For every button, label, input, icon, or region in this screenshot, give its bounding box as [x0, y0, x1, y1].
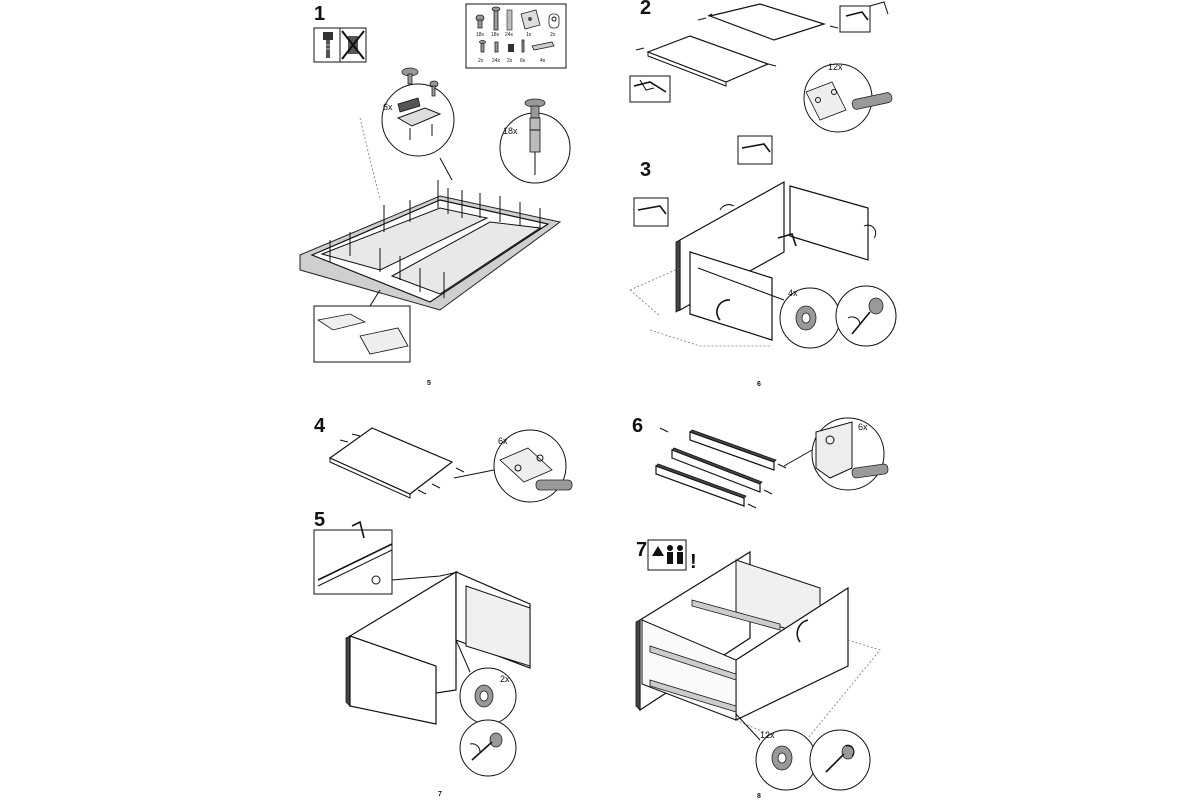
- part-qty-7: 2x: [507, 58, 513, 64]
- step-number-5: 5: [314, 509, 325, 531]
- step-number-7: 7: [636, 539, 647, 561]
- step-number-2: 2: [640, 0, 651, 19]
- warning-icon: [652, 546, 664, 556]
- step-1: 1: [299, 3, 571, 387]
- part-screw: [491, 6, 501, 31]
- part-qty-1: 18x: [491, 32, 500, 38]
- rotate-arrow-icon: [716, 299, 731, 321]
- page-number-8: 8: [757, 793, 761, 800]
- step-number-6: 6: [632, 415, 643, 437]
- part-bag: [520, 9, 541, 30]
- detail-circle-brackets: 6x: [381, 67, 455, 157]
- detail-circle-turn: [809, 729, 871, 791]
- two-person-icon: [647, 539, 687, 571]
- warning-exclamation: !: [690, 551, 697, 573]
- hand-press-icon: [777, 233, 797, 247]
- callout-6x: 6x: [858, 422, 868, 432]
- part-hanger: [548, 13, 560, 29]
- part-qty-9: 4x: [540, 58, 546, 64]
- detail-circle-cam: 12x: [755, 729, 817, 791]
- rail-bottom: [655, 463, 747, 507]
- screwdriver-icon: [323, 32, 333, 58]
- detail-circle-dowels: 6x: [493, 429, 573, 503]
- hand-press-icon: [351, 520, 365, 539]
- detail-circle-dowels: 12x: [803, 62, 893, 133]
- part-small-dowel: [494, 41, 499, 53]
- corner-detail: [633, 197, 669, 227]
- part-qty-6: 24x: [492, 58, 501, 64]
- detail-circle-dowel: 18x: [499, 98, 571, 184]
- hand-press-icon: [629, 75, 671, 103]
- edge-detail: [313, 520, 393, 595]
- step-number-4: 4: [314, 415, 326, 437]
- corner-detail: [313, 289, 411, 363]
- step-5: 5 2x 7: [313, 509, 531, 798]
- parts-box: 18x 18x 24x 1x 2x 2x 24x 2x 6x 4x: [465, 3, 567, 69]
- callout-4x: 4x: [788, 288, 798, 298]
- detail-circle-turn: [459, 719, 517, 777]
- part-small-screw: [479, 40, 486, 53]
- page-number-6: 6: [757, 381, 761, 388]
- part-qty-2: 24x: [505, 32, 514, 38]
- part-qty-0: 18x: [476, 32, 485, 38]
- no-drill-icon: [341, 30, 365, 60]
- step-3: 3 4x 6: [629, 135, 897, 388]
- base-frame-on-carpet: [299, 117, 562, 311]
- step-number-3: 3: [640, 159, 651, 181]
- part-qty-4: 2x: [550, 32, 556, 38]
- rail-bottom: [649, 679, 737, 713]
- part-dowel: [506, 9, 513, 31]
- part-bracket: [508, 44, 514, 52]
- callout-18x: 18x: [503, 126, 518, 136]
- rotate-arrow-icon: [796, 619, 809, 643]
- screwdriver-icon: [401, 67, 419, 85]
- step-6: 6 6x: [632, 415, 889, 509]
- part-rail: [531, 41, 555, 51]
- callout-12x: 12x: [760, 730, 775, 740]
- step-2: 2 12x: [629, 0, 893, 133]
- rail-middle: [649, 645, 737, 681]
- step-4: 4 6x: [314, 415, 573, 503]
- tools-required: [313, 27, 367, 63]
- detail-circle-turn: [835, 285, 897, 347]
- page-number-5: 5: [427, 380, 431, 387]
- rail-top: [691, 599, 781, 631]
- page-number-7: 7: [438, 791, 442, 798]
- part-pin: [521, 39, 525, 53]
- step-number-1: 1: [314, 3, 325, 25]
- corner-detail: [737, 135, 773, 165]
- rail-middle: [671, 447, 763, 493]
- detail-circle-cam: 4x: [779, 287, 841, 349]
- step-7: 7 ! 12x 8: [635, 539, 881, 800]
- callout-6x: 6x: [498, 436, 508, 446]
- callout-12x: 12x: [828, 62, 843, 72]
- part-cam-lock: [475, 14, 485, 29]
- part-qty-8: 6x: [520, 58, 526, 64]
- hand-press-icon: [839, 1, 889, 33]
- part-qty-5: 2x: [478, 58, 484, 64]
- callout-6x: 6x: [383, 102, 393, 112]
- detail-circle-dowel: 6x: [811, 417, 889, 491]
- callout-2x: 2x: [500, 674, 510, 684]
- part-qty-3: 1x: [526, 32, 532, 38]
- detail-circle-cam: 2x: [459, 667, 517, 725]
- rail-top: [689, 429, 777, 471]
